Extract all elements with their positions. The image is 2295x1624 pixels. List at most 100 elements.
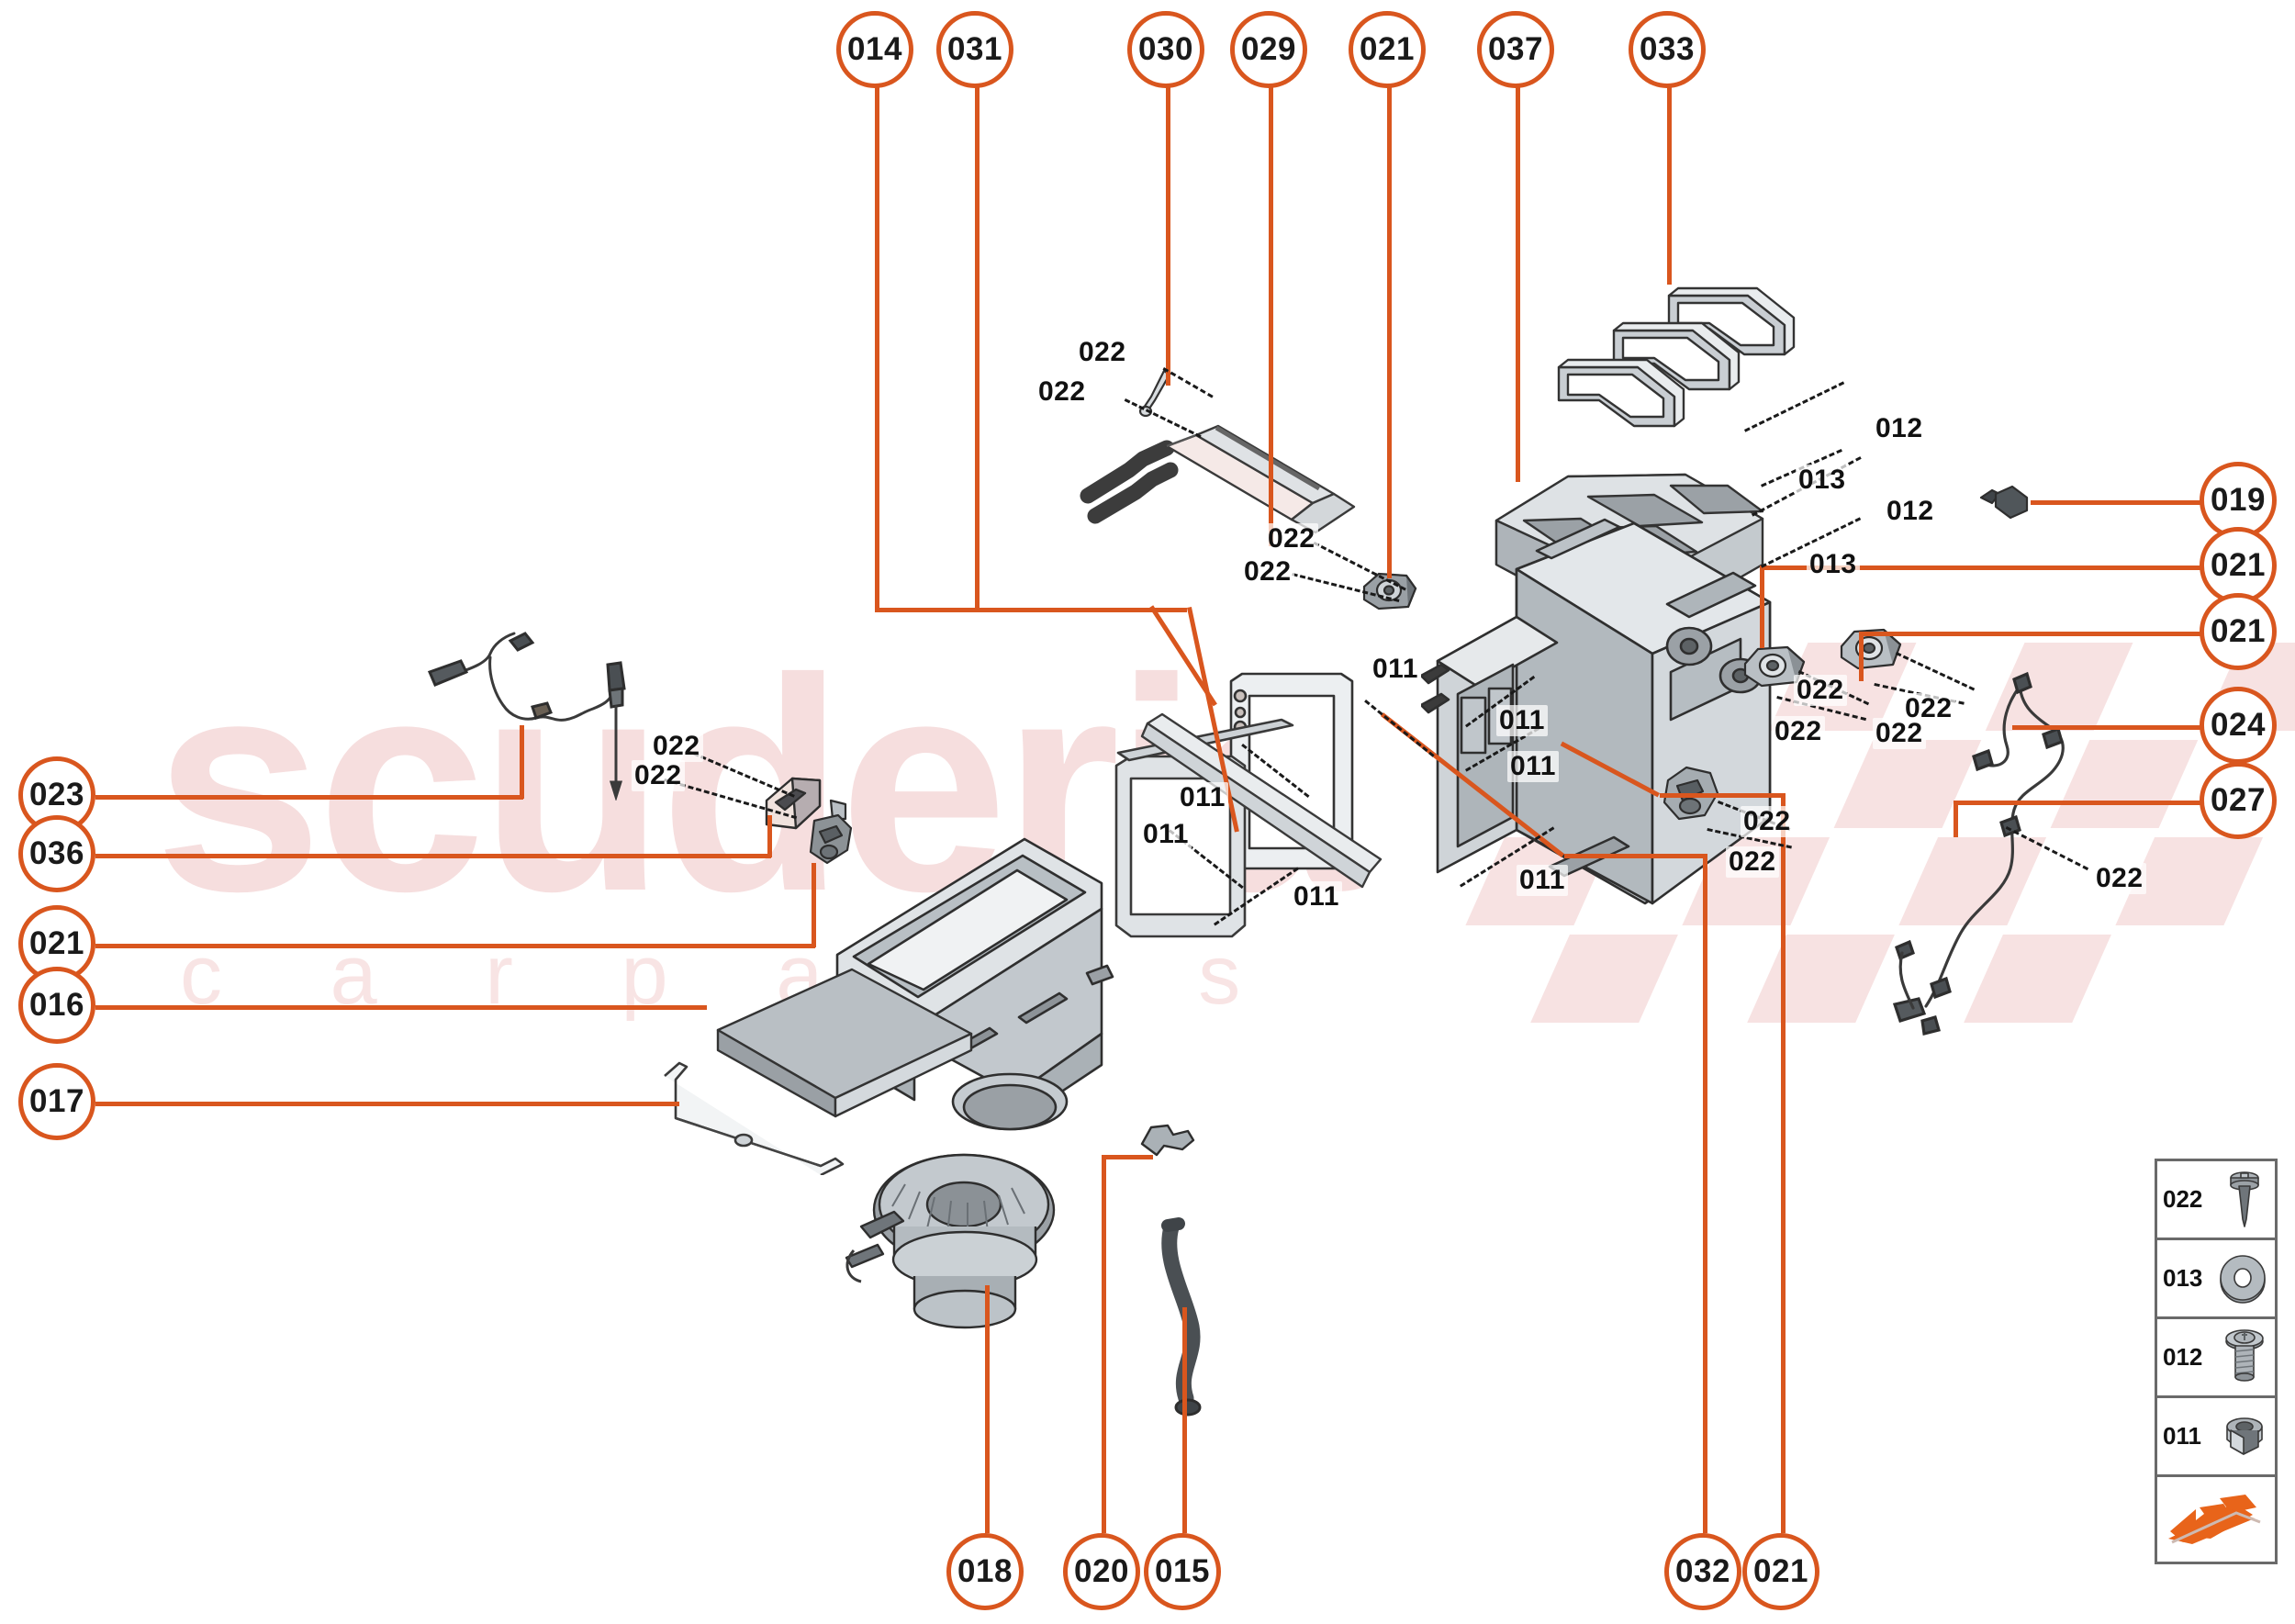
lead-029 (1269, 87, 1273, 546)
lead-032-h (1564, 854, 1704, 858)
label-022-4: 022 (1241, 556, 1294, 588)
label-022-3: 022 (1265, 523, 1318, 554)
label-022-8: 022 (1772, 716, 1825, 747)
callout-027[interactable]: 027 (2200, 762, 2277, 839)
lead-036-v (767, 815, 772, 857)
lead-021b-v (1781, 793, 1786, 1533)
legend-code-011: 011 (2163, 1422, 2201, 1450)
actuator-motor-left (805, 797, 862, 870)
callout-021-right-2[interactable]: 021 (2200, 593, 2277, 670)
legend-code-013: 013 (2163, 1264, 2203, 1292)
lead-020-v (1102, 1155, 1106, 1533)
label-012-1: 012 (1873, 413, 1926, 444)
legend-code-012: 012 (2163, 1343, 2203, 1371)
callout-030[interactable]: 030 (1127, 11, 1204, 88)
wiring-harness-023 (415, 617, 672, 801)
self-tapping-screw-icon (2220, 1170, 2269, 1230)
callout-019[interactable]: 019 (2200, 462, 2277, 539)
lead-036-h (95, 854, 771, 858)
cabin-air-filter (705, 962, 980, 1127)
flat-washer-icon (2216, 1251, 2269, 1306)
flange-bolt-icon (2220, 1328, 2269, 1386)
actuator-motor-upper (1359, 565, 1423, 620)
label-011-4: 011 (1177, 782, 1228, 813)
label-011-5: 011 (1291, 881, 1342, 913)
lead-021-left-h (95, 944, 815, 948)
flange-nut-icon (2218, 1414, 2269, 1460)
retaining-clip (1136, 1118, 1201, 1164)
callout-037[interactable]: 037 (1477, 11, 1554, 88)
label-011-3: 011 (1507, 751, 1559, 782)
filter-cover-frame (655, 1037, 931, 1175)
callout-032[interactable]: 032 (1664, 1533, 1741, 1610)
lead-016-h (95, 1005, 707, 1010)
lead-031 (975, 87, 980, 610)
label-022-7: 022 (1794, 675, 1847, 706)
callout-015[interactable]: 015 (1144, 1533, 1221, 1610)
lead-021r1-v (1760, 566, 1764, 648)
lead-021-left-v (812, 863, 816, 947)
legend-row-011: 011 (2157, 1398, 2275, 1477)
fastener-legend: 022 013 (2155, 1159, 2278, 1564)
lead-021r2-v (1859, 632, 1864, 681)
label-022-1: 022 (1076, 337, 1129, 368)
label-011-1: 011 (1370, 654, 1421, 685)
lead-017-h (95, 1102, 679, 1106)
legend-row-logo (2157, 1477, 2275, 1562)
callout-018[interactable]: 018 (946, 1533, 1024, 1610)
lead-021-top (1387, 87, 1392, 578)
lead-037 (1516, 87, 1520, 482)
label-022-12: 022 (1726, 846, 1779, 878)
blower-fan-motor (837, 1138, 1076, 1340)
callout-031[interactable]: 031 (936, 11, 1013, 88)
lead-014 (875, 87, 879, 610)
label-013-2: 013 (1807, 549, 1860, 580)
callout-036[interactable]: 036 (18, 815, 95, 892)
callout-021-top[interactable]: 021 (1349, 11, 1426, 88)
heater-clip-part (1131, 365, 1186, 420)
lead-019-h (2031, 500, 2225, 505)
control-module-036 (759, 771, 833, 835)
legend-row-012: 012 (2157, 1319, 2275, 1398)
callout-024[interactable]: 024 (2200, 687, 2277, 764)
callout-029[interactable]: 029 (1230, 11, 1307, 88)
temperature-sensor-019 (1976, 477, 2040, 523)
callout-020[interactable]: 020 (1063, 1533, 1140, 1610)
callout-021-bottom[interactable]: 021 (1742, 1533, 1819, 1610)
lead-021r1-h (1760, 566, 2225, 570)
evaporator-seal-strip (1138, 707, 1414, 936)
lead-027-v (1954, 801, 1958, 837)
label-022-11: 022 (1741, 806, 1794, 837)
callout-016[interactable]: 016 (18, 967, 95, 1044)
lead-031-h (975, 608, 1149, 612)
condensate-drain-hose (1155, 1216, 1237, 1428)
label-011-2: 011 (1496, 705, 1548, 736)
callout-021-right-1[interactable]: 021 (2200, 527, 2277, 604)
lead-033 (1667, 87, 1672, 285)
callout-017[interactable]: 017 (18, 1063, 95, 1140)
label-011-7: 011 (1140, 819, 1192, 850)
label-022-6: 022 (632, 760, 685, 791)
vent-seal-set (1548, 285, 1842, 468)
legend-row-013: 013 (2157, 1240, 2275, 1319)
label-022-5: 022 (650, 731, 703, 762)
label-012-2: 012 (1884, 496, 1937, 527)
lead-027-h (1954, 801, 2225, 805)
orange-arrow-logo-icon (2163, 1491, 2269, 1548)
lead-018 (985, 1285, 990, 1533)
heater-core-part (1079, 404, 1372, 560)
lead-023-v (520, 725, 524, 799)
legend-row-022: 022 (2157, 1161, 2275, 1240)
label-022-10: 022 (1873, 718, 1926, 749)
label-022-13: 022 (2093, 863, 2146, 894)
lead-021r2-h (1859, 632, 2225, 636)
label-022-2: 022 (1036, 376, 1089, 408)
callout-033[interactable]: 033 (1629, 11, 1706, 88)
legend-code-022: 022 (2163, 1185, 2203, 1213)
callout-014[interactable]: 014 (836, 11, 913, 88)
lead-024-h (2012, 725, 2225, 730)
lead-023-h (95, 795, 523, 800)
lead-021b-h (1660, 793, 1783, 798)
lead-032-v (1703, 854, 1707, 1533)
